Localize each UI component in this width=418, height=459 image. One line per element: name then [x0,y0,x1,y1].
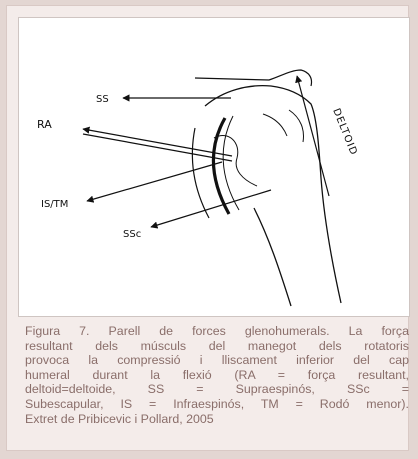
glenoid-rim [223,116,239,210]
label-ra: RA [37,118,52,131]
humerus-head-curve [214,136,257,186]
humerus-shaft [254,208,291,306]
ra-arrow-a [83,129,232,156]
caption-line: deltoid=deltoide, SS = Supraespinós, SSc… [25,382,409,397]
caption-line: Extret de Pribicevic i Pollard, 2005 [25,412,409,427]
is-tm-arrow [87,162,222,201]
figure-drawing: SS RA IS/TM SSc DELTOID [18,17,410,317]
ra-arrow-b [83,134,232,161]
label-ssc: SSc [123,229,141,240]
acromion [195,70,312,86]
tuberosity-lines [263,110,303,142]
deltoid-arrow [297,76,329,196]
caption-line: humeral durant la flexió (RA = força res… [25,368,409,383]
figure-caption: Figura 7. Parell de forces glenohumerals… [25,324,409,426]
label-ss: SS [96,94,109,105]
figure-frame: SS RA IS/TM SSc DELTOID Figura 7. Parell… [6,5,409,451]
caption-line: Subescapular, IS = Infraespinós, TM = Ro… [25,397,409,412]
shoulder-force-diagram: SS RA IS/TM SSc DELTOID [19,18,411,318]
caption-line: Figura 7. Parell de forces glenohumerals… [25,324,409,339]
glenoid-outline [192,128,209,218]
label-is-tm: IS/TM [41,199,68,210]
caption-line: provoca la compressió i lliscament infer… [25,353,409,368]
ssc-arrow [151,190,271,227]
caption-line: resultant dels músculs del manegot dels … [25,339,409,354]
label-deltoid: DELTOID [330,107,359,157]
